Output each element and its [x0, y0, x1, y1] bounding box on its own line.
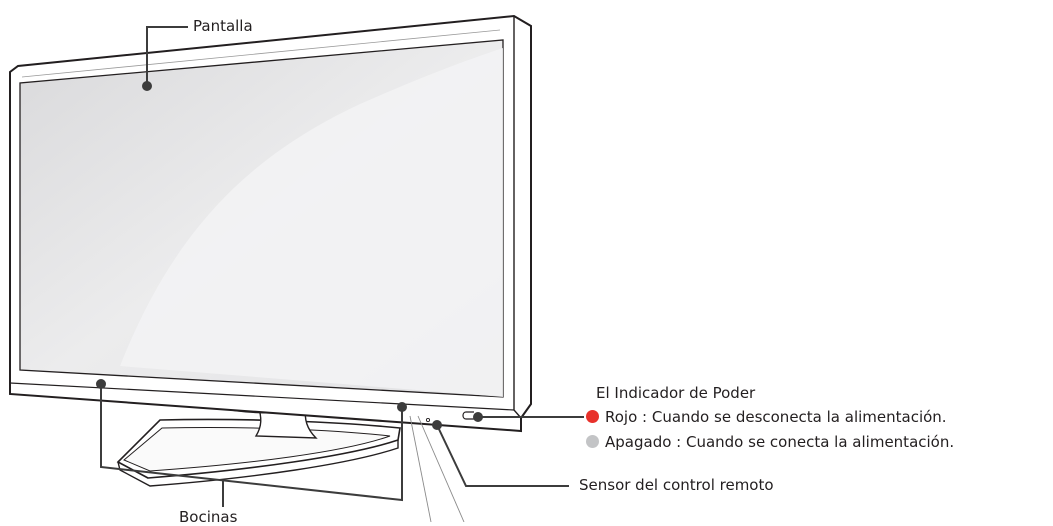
gray-dot-icon	[586, 435, 599, 448]
remote-sensor-label: Sensor del control remoto	[579, 476, 774, 494]
power-state-off: Apagado : Cuando se conecta la alimentac…	[586, 433, 954, 451]
screen-label: Pantalla	[193, 17, 253, 35]
power-state-off-text: Apagado : Cuando se conecta la alimentac…	[605, 433, 955, 451]
power-state-red: Rojo : Cuando se desconecta la alimentac…	[586, 408, 947, 426]
power-indicator-title: El Indicador de Poder	[596, 384, 756, 402]
stand-base	[116, 418, 401, 487]
speakers-label: Bocinas	[179, 508, 238, 526]
leader-lines	[96, 26, 584, 507]
red-dot-icon	[586, 410, 599, 423]
power-indicator-icon	[462, 411, 474, 420]
screen-glare	[120, 48, 503, 397]
power-state-red-text: Rojo : Cuando se desconecta la alimentac…	[605, 408, 947, 426]
cutoff-lines	[409, 415, 465, 522]
remote-sensor-icon	[425, 417, 431, 423]
